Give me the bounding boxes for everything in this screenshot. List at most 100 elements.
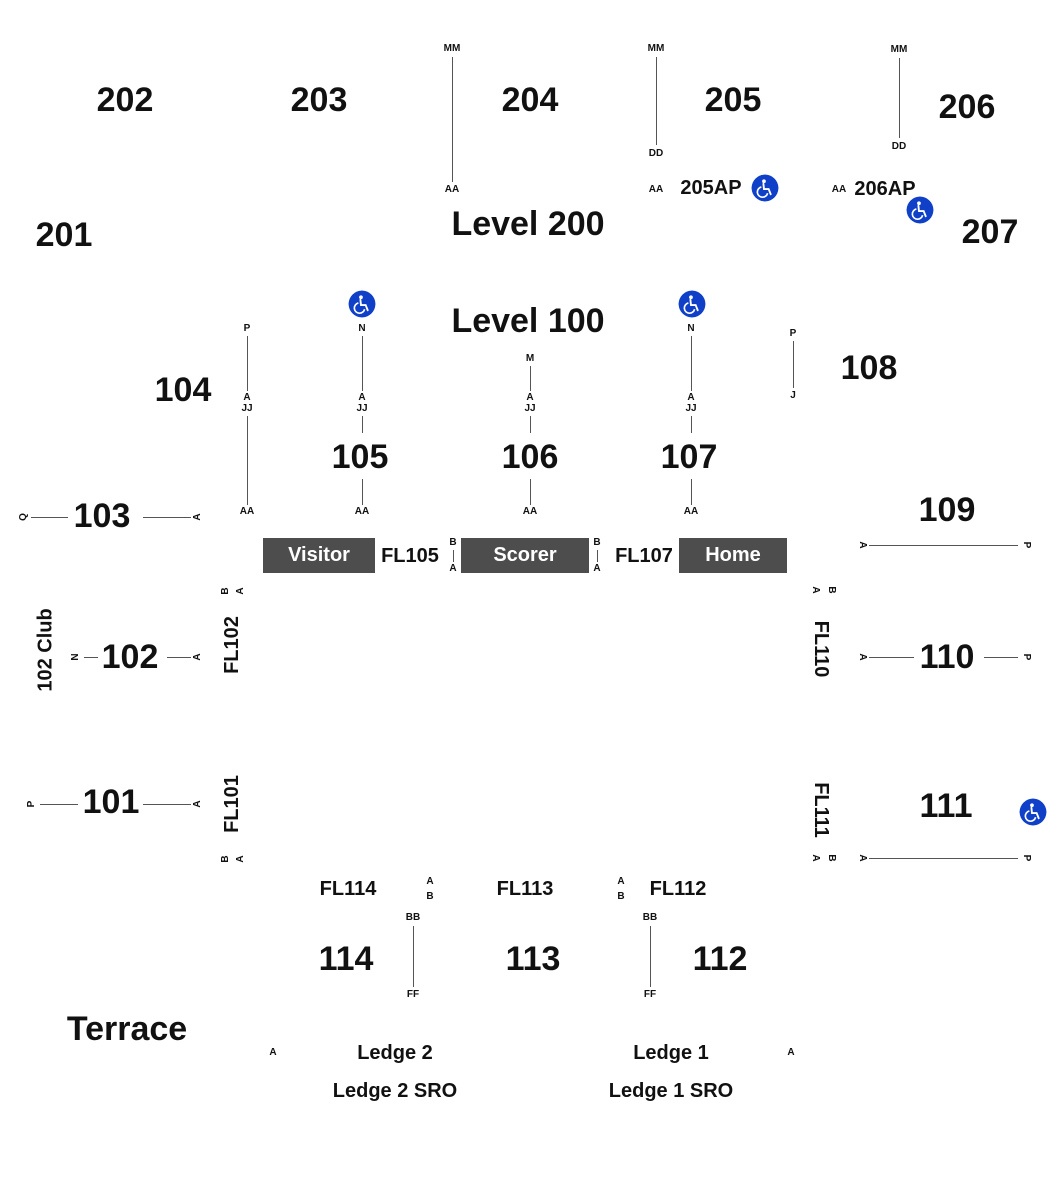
section-112[interactable]: 112 — [692, 940, 748, 978]
row-guide-line — [413, 926, 414, 987]
row-guide-line — [167, 657, 191, 658]
section-104[interactable]: 104 — [154, 371, 212, 409]
section-106[interactable]: 106 — [501, 438, 559, 476]
row-label-aa: AA — [522, 506, 538, 517]
floor-section-fl101[interactable]: FL101 — [221, 775, 243, 833]
row-label-mm: MM — [647, 43, 665, 54]
row-label-a: A — [857, 653, 868, 661]
row-label-a: A — [192, 800, 203, 808]
row-label-a: A — [526, 392, 534, 403]
row-label-jj: JJ — [524, 403, 536, 414]
row-label-b: B — [426, 891, 434, 902]
club-102-label[interactable]: 102 Club — [34, 608, 57, 692]
row-label-p: P — [789, 328, 797, 339]
floor-section-fl114[interactable]: FL114 — [319, 878, 377, 900]
row-label-n: N — [70, 653, 81, 661]
row-guide-line — [31, 517, 68, 518]
row-label-dd: DD — [891, 141, 907, 152]
row-label-a: A — [192, 653, 203, 661]
section-206[interactable]: 206 — [938, 88, 996, 126]
row-guide-line — [84, 657, 98, 658]
section-101[interactable]: 101 — [82, 783, 140, 821]
section-207[interactable]: 207 — [961, 213, 1019, 251]
row-label-n: N — [687, 323, 695, 334]
row-label-q: Q — [18, 513, 29, 521]
row-label-b: B — [449, 537, 457, 548]
row-label-aa: AA — [648, 184, 664, 195]
wheelchair-icon — [751, 174, 779, 202]
row-label-p: P — [1021, 854, 1032, 862]
row-label-a: A — [787, 1047, 795, 1058]
row-label-bb: BB — [405, 912, 421, 923]
row-label-dd: DD — [648, 148, 664, 159]
row-label-a: A — [449, 563, 457, 574]
row-guide-line — [597, 550, 598, 562]
row-guide-line — [362, 336, 363, 391]
section-114[interactable]: 114 — [318, 940, 374, 978]
row-guide-line — [530, 366, 531, 391]
row-guide-line — [247, 416, 248, 505]
section-201[interactable]: 201 — [35, 216, 93, 254]
row-label-p: P — [26, 800, 37, 808]
floor-section-fl107[interactable]: FL107 — [615, 545, 673, 567]
wheelchair-icon — [1019, 798, 1047, 826]
row-guide-line — [530, 416, 531, 433]
terrace-section[interactable]: Terrace — [66, 1010, 188, 1048]
ledge-1-section[interactable]: Ledge 1 — [633, 1042, 709, 1064]
row-label-aa: AA — [354, 506, 370, 517]
floor-section-fl112[interactable]: FL112 — [649, 878, 707, 900]
ledge-1-sro-section[interactable]: Ledge 1 SRO — [608, 1080, 734, 1102]
row-label-mm: MM — [443, 43, 461, 54]
row-label-jj: JJ — [685, 403, 697, 414]
row-label-m: M — [525, 353, 535, 364]
row-guide-line — [362, 416, 363, 433]
row-label-a: A — [358, 392, 366, 403]
row-guide-line — [869, 858, 1018, 859]
section-107[interactable]: 107 — [660, 438, 718, 476]
row-guide-line — [143, 804, 191, 805]
row-guide-line — [691, 336, 692, 391]
wheelchair-icon — [348, 290, 376, 318]
floor-section-fl111[interactable]: FL111 — [810, 782, 832, 838]
home-bench: Home — [679, 538, 787, 573]
row-guide-line — [691, 416, 692, 433]
section-206ap[interactable]: 206AP — [854, 178, 916, 200]
row-label-aa: AA — [831, 184, 847, 195]
section-103[interactable]: 103 — [73, 497, 131, 535]
row-label-b: B — [220, 855, 231, 863]
row-guide-line — [984, 657, 1018, 658]
floor-section-fl102[interactable]: FL102 — [221, 616, 243, 674]
row-guide-line — [869, 657, 914, 658]
section-105[interactable]: 105 — [331, 438, 389, 476]
row-guide-line — [247, 336, 248, 391]
row-label-a: A — [687, 392, 695, 403]
section-205ap[interactable]: 205AP — [680, 177, 742, 199]
ledge-2-section[interactable]: Ledge 2 — [357, 1042, 433, 1064]
wheelchair-icon — [678, 290, 706, 318]
section-108[interactable]: 108 — [840, 349, 898, 387]
row-guide-line — [143, 517, 191, 518]
row-label-a: A — [235, 587, 246, 595]
section-113[interactable]: 113 — [505, 940, 561, 978]
row-label-a: A — [269, 1047, 277, 1058]
row-label-bb: BB — [642, 912, 658, 923]
section-205[interactable]: 205 — [704, 81, 762, 119]
section-110[interactable]: 110 — [919, 638, 975, 676]
ledge-2-sro-section[interactable]: Ledge 2 SRO — [332, 1080, 458, 1102]
section-202[interactable]: 202 — [96, 81, 154, 119]
section-203[interactable]: 203 — [290, 81, 348, 119]
row-label-aa: AA — [239, 506, 255, 517]
row-label-p: P — [243, 323, 251, 334]
section-102[interactable]: 102 — [101, 638, 159, 676]
section-204[interactable]: 204 — [501, 81, 559, 119]
visitor-bench: Visitor — [263, 538, 375, 573]
floor-section-fl113[interactable]: FL113 — [496, 878, 554, 900]
section-109[interactable]: 109 — [918, 491, 976, 529]
row-guide-line — [691, 479, 692, 505]
floor-section-fl110[interactable]: FL110 — [810, 620, 832, 678]
wheelchair-icon — [906, 196, 934, 224]
floor-section-fl105[interactable]: FL105 — [381, 545, 439, 567]
section-111[interactable]: 111 — [919, 787, 973, 825]
row-guide-line — [530, 479, 531, 505]
row-label-a: A — [857, 854, 868, 862]
